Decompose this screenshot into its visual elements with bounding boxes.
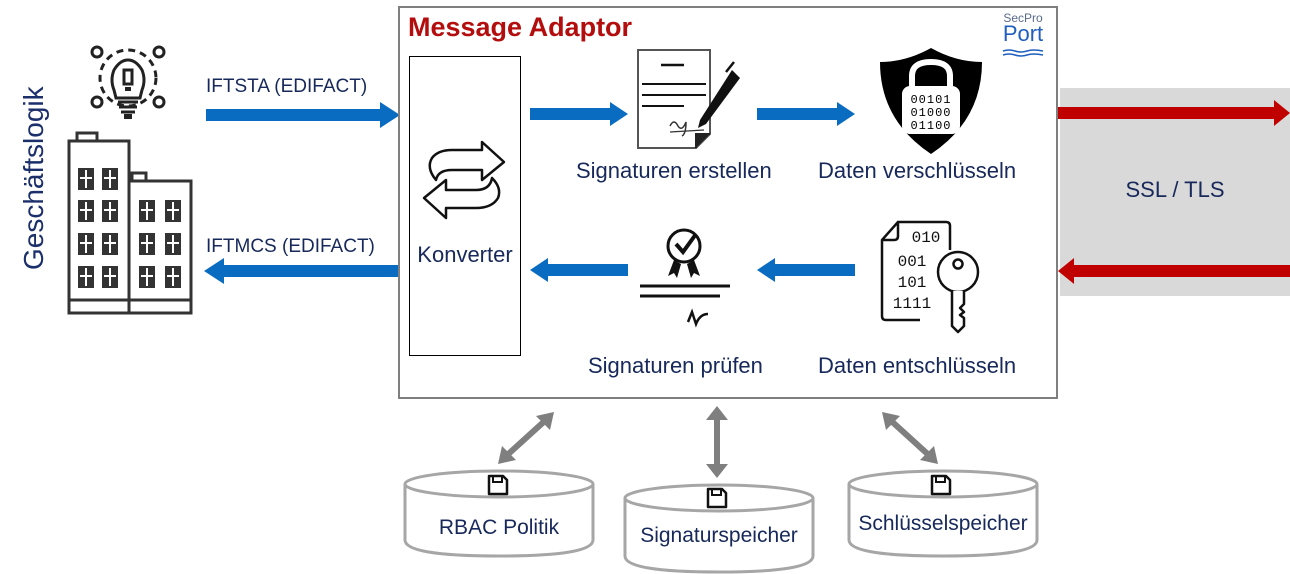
outbound-message-label: IFTMCS (EDIFACT) (206, 236, 375, 257)
logo-top-text: SecPro (1003, 11, 1043, 25)
store-arrow-rbac (498, 412, 554, 464)
transport-outbound-arrow (1058, 100, 1290, 126)
ssl-tls-channel (1060, 88, 1290, 296)
flow-arrow-to-encrypt (757, 102, 855, 126)
sign-create-label: Signaturen erstellen (576, 158, 772, 183)
encrypt-label: Daten verschlüsseln (818, 158, 1017, 183)
lightbulb-icon (90, 45, 166, 119)
store-arrow-key (882, 412, 938, 464)
inbound-message-label: IFTSTA (EDIFACT) (206, 76, 368, 97)
document-key-icon: 010 001 101 1111 (880, 220, 980, 334)
convert-arrows-icon (422, 140, 506, 220)
business-logic-title: Geschäftslogik (18, 86, 49, 270)
binary-d-row-3: 101 (898, 274, 927, 292)
secproport-logo: SecPro Port (998, 12, 1048, 62)
store-cylinder-signature (623, 483, 815, 574)
sign-verify-label: Signaturen prüfen (588, 353, 763, 378)
flow-arrow-to-converter (530, 258, 628, 282)
binary-d-row-4: 1111 (893, 295, 931, 313)
binary-row-2: 01000 (910, 106, 951, 120)
shield-lock-icon: 00101 01000 01100 (880, 48, 982, 154)
flow-arrow-to-verify (757, 258, 855, 282)
store-label-key: Schlüsselspeicher (858, 512, 1028, 535)
floppy-disk-icon (930, 474, 952, 496)
building-icon (67, 131, 193, 315)
floppy-disk-icon (487, 474, 509, 496)
message-adaptor-title: Message Adaptor (408, 12, 633, 42)
store-cylinder-rbac (403, 469, 595, 558)
converter-label: Konverter (417, 242, 513, 267)
ssl-tls-label: SSL / TLS (1125, 177, 1225, 202)
binary-row-1: 00101 (910, 93, 951, 107)
store-arrow-signature (706, 406, 728, 478)
decrypt-label: Daten entschlüsseln (818, 353, 1017, 378)
transport-inbound-arrow (1058, 258, 1290, 284)
binary-d-row-1: 010 (912, 229, 941, 247)
inbound-arrow (206, 102, 400, 128)
logo-bottom-text: Port (1002, 21, 1044, 46)
binary-row-3: 01100 (910, 119, 951, 133)
store-label-rbac: RBAC Politik (438, 516, 560, 539)
floppy-disk-icon (706, 487, 728, 509)
wave-icon (1002, 49, 1044, 57)
binary-d-row-2: 001 (898, 253, 927, 271)
outbound-arrow (204, 258, 400, 284)
certificate-check-icon (640, 228, 730, 328)
flow-arrow-to-sign (530, 102, 628, 126)
sign-document-icon (637, 49, 740, 149)
store-label-signature: Signaturspeicher (640, 524, 798, 547)
